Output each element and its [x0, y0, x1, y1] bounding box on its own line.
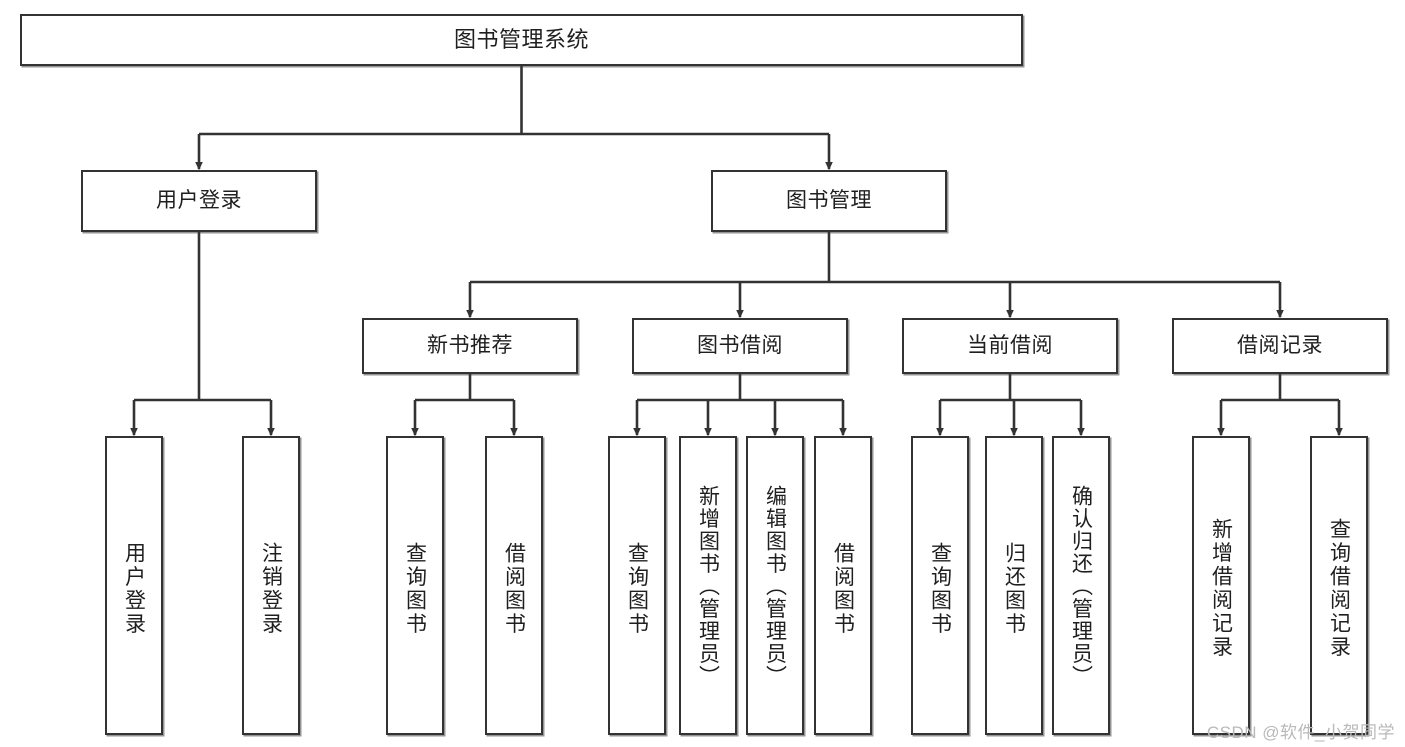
node-label: 当前借阅 [967, 333, 1053, 357]
node-l1[interactable]: 用户登录 [105, 436, 163, 735]
node-l6[interactable]: 新增图书（管理员） [679, 436, 737, 735]
node-l10[interactable]: 归还图书 [985, 436, 1043, 735]
node-l5[interactable]: 查询图书 [608, 436, 666, 735]
node-l9[interactable]: 查询图书 [911, 436, 969, 735]
node-label: 编辑图书（管理员） [763, 485, 787, 688]
node-current[interactable]: 当前借阅 [902, 318, 1118, 374]
node-bookmgmt[interactable]: 图书管理 [711, 170, 947, 232]
node-label: 图书管理系统 [453, 27, 589, 53]
node-borrow[interactable]: 图书借阅 [632, 318, 848, 374]
node-label: 确认归还（管理员） [1069, 485, 1093, 688]
node-label: 借阅图书 [502, 541, 526, 636]
node-newbook[interactable]: 新书推荐 [362, 318, 578, 374]
node-l3[interactable]: 查询图书 [386, 436, 444, 735]
node-label: 新增图书（管理员） [696, 485, 720, 688]
node-label: 图书借阅 [697, 333, 783, 357]
node-label: 借阅记录 [1237, 333, 1323, 357]
node-label: 借阅图书 [831, 541, 855, 636]
node-label: 注销登录 [259, 541, 283, 636]
node-root[interactable]: 图书管理系统 [20, 14, 1023, 66]
node-label: 查询图书 [928, 541, 952, 636]
node-l11[interactable]: 确认归还（管理员） [1052, 436, 1110, 735]
node-records[interactable]: 借阅记录 [1172, 318, 1388, 374]
node-l2[interactable]: 注销登录 [242, 436, 300, 735]
node-label: 查询借阅记录 [1327, 518, 1351, 659]
node-label: 新书推荐 [427, 333, 513, 357]
node-l12[interactable]: 新增借阅记录 [1192, 436, 1250, 735]
node-l8[interactable]: 借阅图书 [814, 436, 872, 735]
node-label: 用户登录 [122, 541, 146, 636]
node-label: 用户登录 [156, 188, 242, 212]
node-label: 查询图书 [625, 541, 649, 636]
edge-paths [130, 66, 1343, 437]
node-l13[interactable]: 查询借阅记录 [1310, 436, 1368, 735]
node-label: 查询图书 [403, 541, 427, 636]
node-l4[interactable]: 借阅图书 [485, 436, 543, 735]
node-label: 新增借阅记录 [1209, 518, 1233, 659]
node-login[interactable]: 用户登录 [81, 170, 317, 232]
node-label: 归还图书 [1002, 541, 1026, 636]
watermark-label: CSDN @软件_小贺同学 [1206, 723, 1395, 742]
node-l7[interactable]: 编辑图书（管理员） [746, 436, 804, 735]
node-label: 图书管理 [786, 188, 872, 212]
